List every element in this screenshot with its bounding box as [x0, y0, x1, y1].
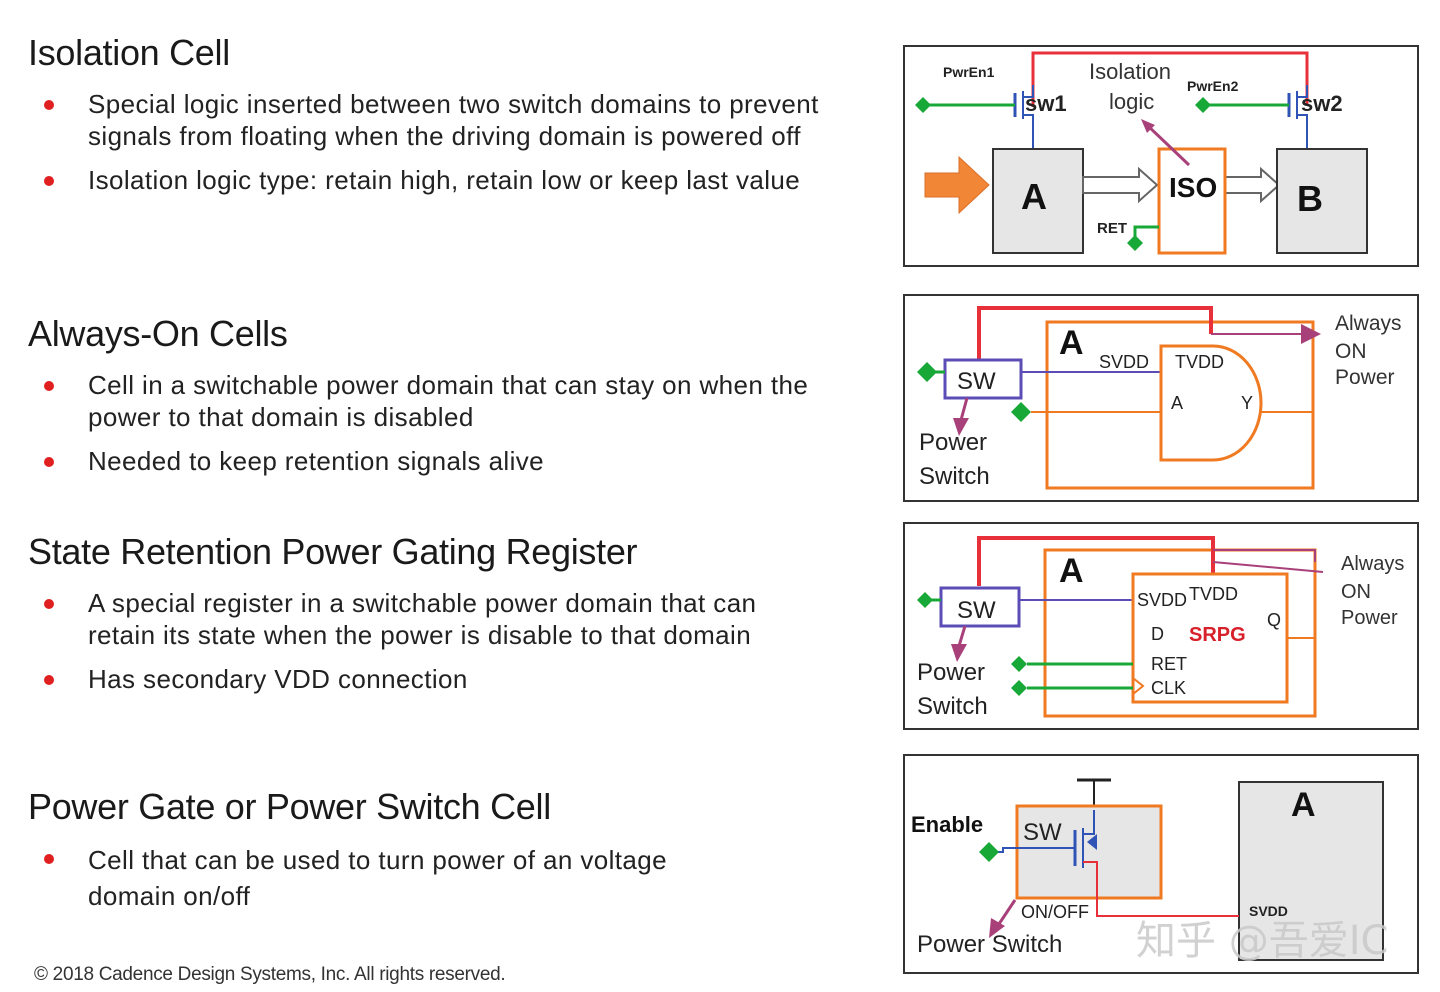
bullet-list: Cell that can be used to turn power of a…: [28, 842, 728, 914]
svdd-label: SVDD: [1137, 590, 1187, 610]
copyright-footer: © 2018 Cadence Design Systems, Inc. All …: [34, 964, 506, 985]
pin-y-label: Y: [1241, 393, 1253, 413]
svdd-label: SVDD: [1099, 352, 1149, 372]
always-on-label-3: Power: [1335, 366, 1395, 389]
section-power-switch-cell: Power Gate or Power Switch Cell Cell tha…: [28, 786, 828, 926]
power-switch-label-1: Power: [917, 659, 985, 686]
bullet-item: Cell in a switchable power domain that c…: [28, 369, 828, 433]
sw-label: SW: [957, 597, 996, 624]
pin-a-label: A: [1171, 393, 1183, 413]
always-on-label-1: Always: [1341, 553, 1404, 575]
bullet-list: Special logic inserted between two switc…: [28, 88, 828, 196]
block-a-label: A: [1021, 176, 1047, 217]
bullet-item: Isolation logic type: retain high, retai…: [28, 164, 828, 196]
sw2-label: sw2: [1301, 91, 1343, 116]
block-a-label: A: [1291, 786, 1316, 824]
diagram-power-switch: Enable SW ON/OFF A SVDD Power Switch: [903, 754, 1419, 974]
enable-label: Enable: [911, 812, 983, 837]
clk-label: CLK: [1151, 678, 1186, 698]
section-always-on-cells: Always-On Cells Cell in a switchable pow…: [28, 313, 828, 489]
sw-label: SW: [957, 368, 996, 395]
pwren1-label: PwrEn1: [943, 64, 995, 80]
power-switch-label-1: Power: [919, 429, 987, 456]
tvdd-label: TVDD: [1189, 584, 1238, 604]
section-title: State Retention Power Gating Register: [28, 531, 638, 572]
bullet-item: Special logic inserted between two switc…: [28, 88, 828, 152]
always-on-label-3: Power: [1341, 607, 1398, 629]
diagram-srpg: A SW SVDD TVDD D SRPG Q RET CLK Power Sw…: [903, 522, 1419, 730]
isolation-label: Isolation: [1089, 59, 1171, 84]
block-b-label: B: [1297, 178, 1323, 219]
section-title: Isolation Cell: [28, 32, 230, 73]
section-title: Power Gate or Power Switch Cell: [28, 786, 551, 827]
svdd-label: SVDD: [1249, 903, 1288, 919]
section-title: Always-On Cells: [28, 313, 288, 354]
section-srpg-register: State Retention Power Gating Register A …: [28, 531, 828, 707]
bullet-item: A special register in a switchable power…: [28, 587, 828, 651]
d-label: D: [1151, 624, 1164, 644]
onoff-label: ON/OFF: [1021, 902, 1089, 922]
bullet-item: Cell that can be used to turn power of a…: [28, 842, 728, 914]
section-isolation-cell: Isolation Cell Special logic inserted be…: [28, 32, 828, 208]
always-on-label-2: ON: [1335, 340, 1367, 363]
power-switch-label-2: Switch: [919, 463, 990, 490]
block-a-label: A: [1059, 324, 1084, 362]
logic-label: logic: [1109, 89, 1154, 114]
ret-label: RET: [1151, 654, 1187, 674]
diagram-always-on: A SVDD TVDD SW A Y Power Switch Always O…: [903, 294, 1419, 502]
block-a-label: A: [1059, 552, 1084, 590]
tvdd-label: TVDD: [1175, 352, 1224, 372]
bullet-item: Needed to keep retention signals alive: [28, 445, 828, 477]
always-on-label-1: Always: [1335, 312, 1402, 335]
bullet-list: A special register in a switchable power…: [28, 587, 828, 695]
watermark: 知乎 @吾爱IC: [1136, 918, 1389, 964]
power-switch-label-2: Switch: [917, 693, 988, 720]
sw1-label: sw1: [1025, 91, 1067, 116]
bullet-list: Cell in a switchable power domain that c…: [28, 369, 828, 477]
sw-label: SW: [1023, 819, 1062, 846]
always-on-label-2: ON: [1341, 581, 1371, 603]
srpg-label: SRPG: [1189, 624, 1246, 646]
pwren2-label: PwrEn2: [1187, 78, 1239, 94]
bullet-item: Has secondary VDD connection: [28, 663, 828, 695]
q-label: Q: [1267, 610, 1281, 630]
diagram-isolation: PwrEn1 PwrEn2 sw1 sw2 Isolation logic A …: [903, 45, 1419, 267]
power-switch-label: Power Switch: [917, 931, 1062, 958]
iso-label: ISO: [1169, 172, 1217, 203]
ret-label: RET: [1097, 220, 1127, 237]
